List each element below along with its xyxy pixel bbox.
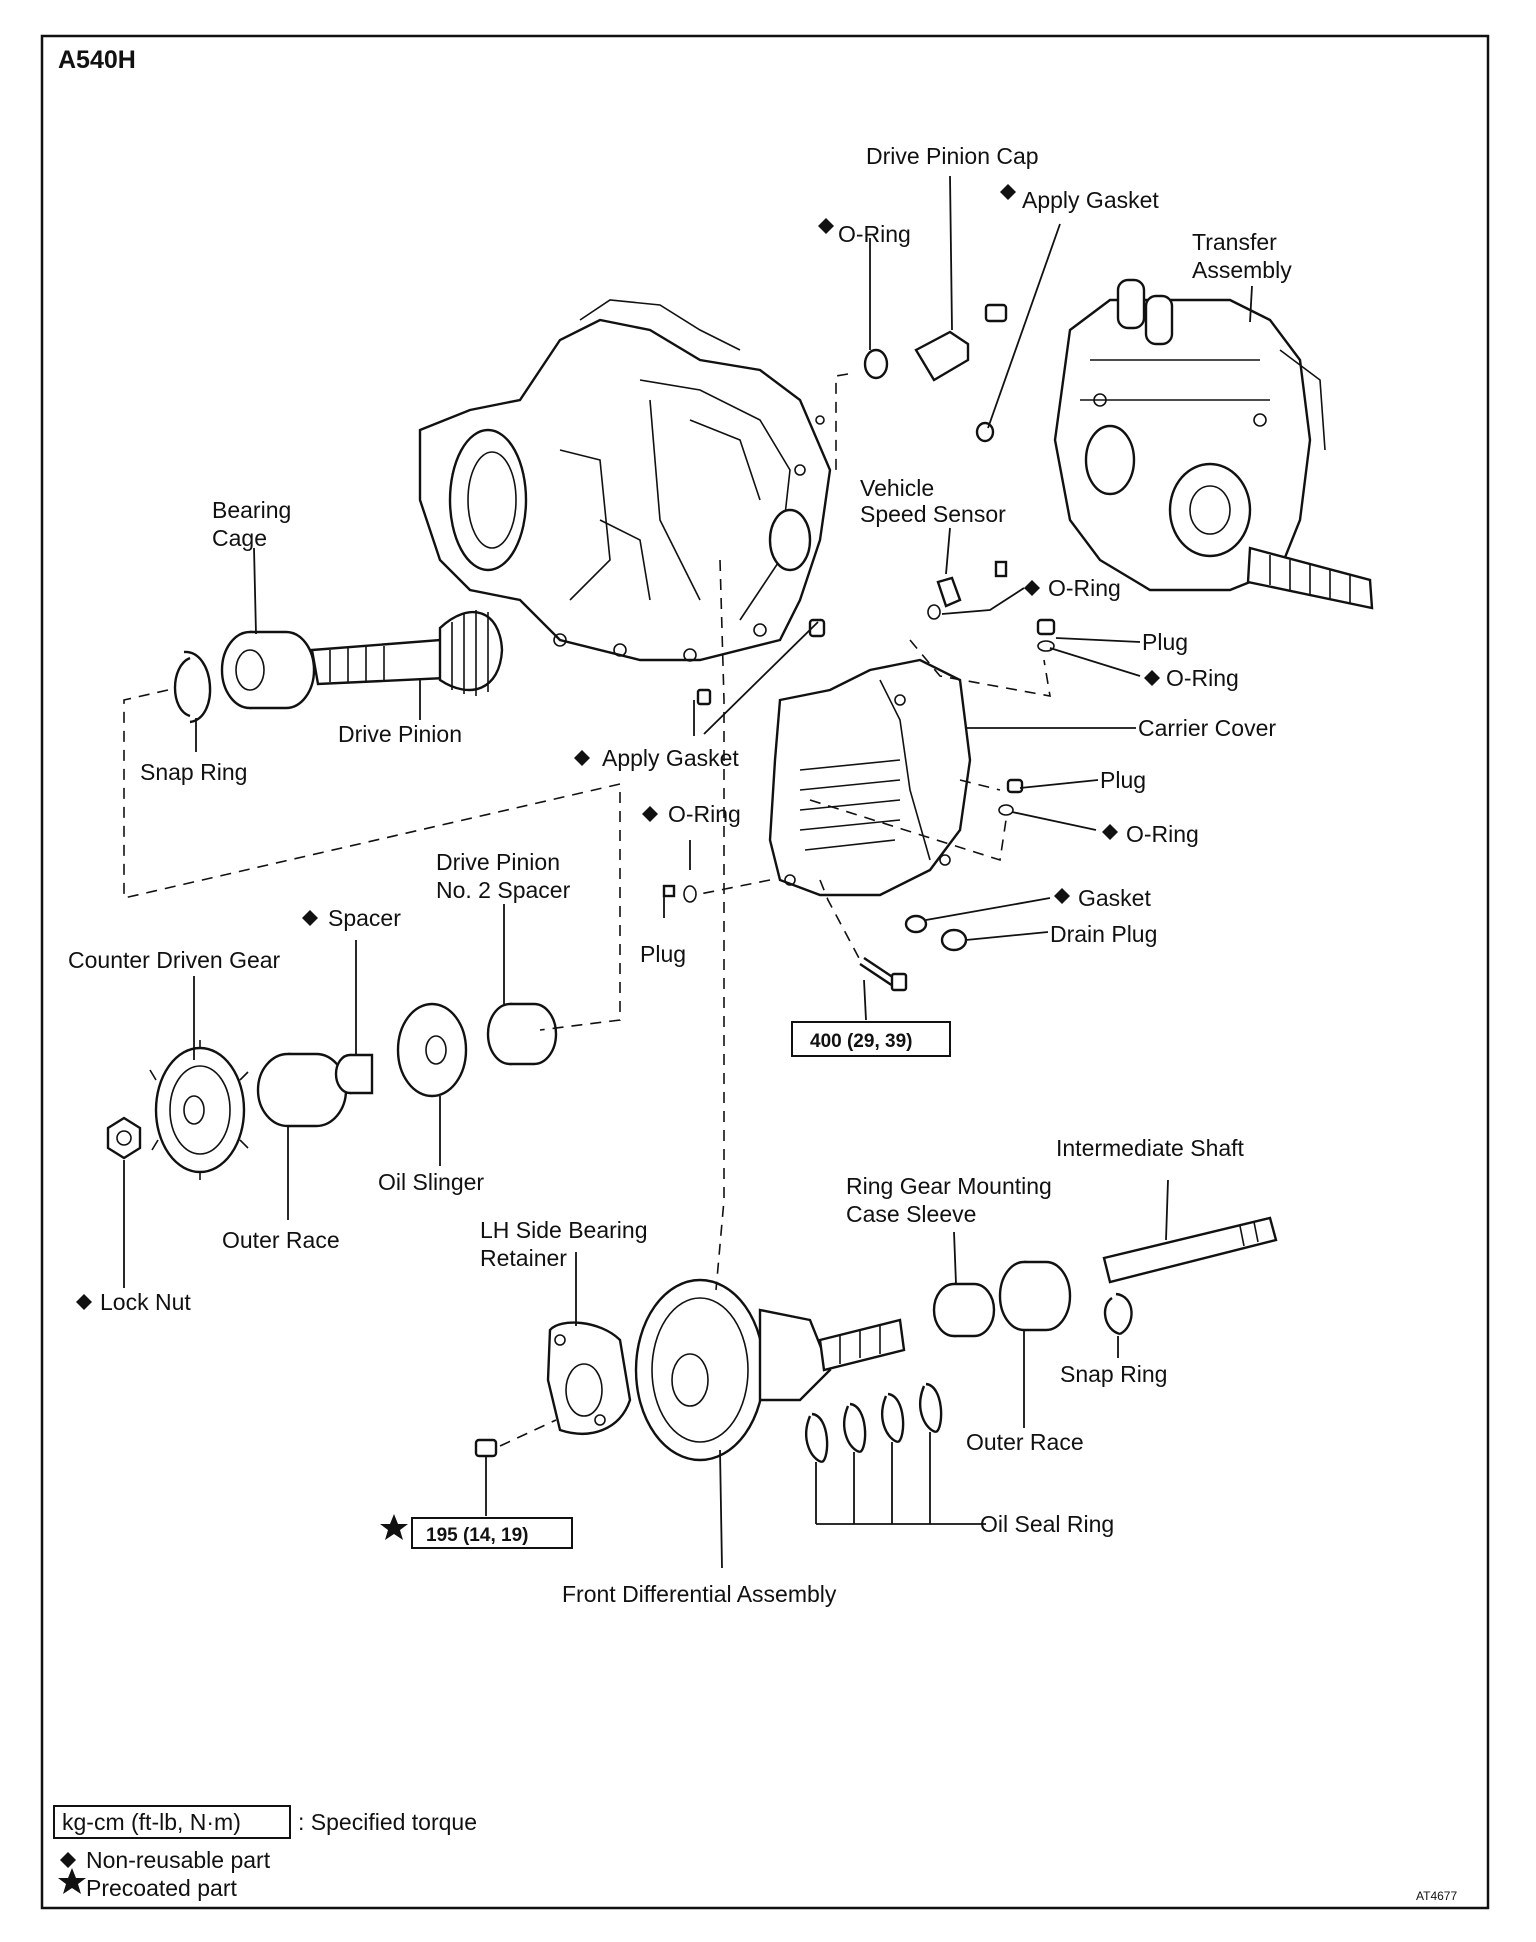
label-drive-pinion-spacer-1: Drive Pinion: [436, 849, 560, 875]
non-reusable-mark-icon: [1024, 580, 1040, 596]
label-drive-pinion: Drive Pinion: [338, 721, 462, 747]
non-reusable-mark-icon: [1054, 888, 1070, 904]
lh-bearing-retainer-part: [546, 1321, 632, 1435]
oil-slinger-part: [396, 1002, 468, 1098]
label-lh-bearing-retainer-2: Retainer: [480, 1245, 567, 1271]
leader-lines: [123, 175, 1253, 1569]
label-bearing-cage-2: Cage: [212, 525, 267, 551]
diagram-frame: [40, 34, 1490, 1910]
non-reusable-mark-icon: [302, 910, 318, 926]
label-front-differential: Front Differential Assembly: [562, 1581, 837, 1607]
drive-pinion-shaft-part: [310, 638, 448, 686]
carrier-cover-drawing: [768, 658, 972, 897]
label-oil-seal-ring: Oil Seal Ring: [980, 1511, 1114, 1537]
lock-nut-part: [106, 1116, 142, 1160]
label-vehicle-speed-sensor-1: Vehicle: [860, 475, 934, 501]
non-reusable-legend-icon: [60, 1852, 76, 1868]
drive-pinion-gear-part: [438, 610, 504, 692]
precoated-legend-icon: [58, 1868, 86, 1894]
label-apply-gasket-top: Apply Gasket: [1022, 187, 1159, 213]
snap-ring-right-part: [1103, 1292, 1133, 1336]
legend-torque-box: [53, 1805, 291, 1839]
label-lock-nut: Lock Nut: [100, 1289, 191, 1315]
label-o-ring-plug-upper: O-Ring: [1166, 665, 1239, 691]
plug-upper-part: [1036, 618, 1056, 636]
legend: kg-cm (ft-lb, N·m) : Specified torque No…: [53, 1805, 477, 1901]
label-outer-race-right: Outer Race: [966, 1429, 1084, 1455]
legend-non-reusable: Non-reusable part: [86, 1847, 271, 1873]
label-apply-gasket-mid: Apply Gasket: [602, 745, 739, 771]
label-lh-bearing-retainer-1: LH Side Bearing: [480, 1217, 648, 1243]
label-plug-mid: Plug: [1100, 767, 1146, 793]
drain-plug-part: [940, 928, 968, 952]
front-differential-part: [634, 1278, 766, 1462]
label-intermediate-shaft: Intermediate Shaft: [1056, 1135, 1245, 1161]
assembly-dashed-lines: [123, 373, 1051, 1447]
differential-group: [474, 1216, 1278, 1464]
label-plug-left: Plug: [640, 941, 686, 967]
non-reusable-mark-icon: [818, 218, 834, 234]
non-reusable-mark-icon: [76, 1294, 92, 1310]
label-ring-gear-sleeve-1: Ring Gear Mounting: [846, 1173, 1052, 1199]
label-outer-race-left: Outer Race: [222, 1227, 340, 1253]
non-reusable-mark-icon: [1102, 824, 1118, 840]
part-labels: Drive Pinion Cap Apply Gasket O-Ring Tra…: [68, 143, 1292, 1607]
label-bearing-cage-1: Bearing: [212, 497, 291, 523]
drive-pinion-cap-part: [914, 330, 970, 382]
label-ring-gear-sleeve-2: Case Sleeve: [846, 1201, 976, 1227]
torque-box-retainer: [411, 1517, 573, 1549]
non-reusable-mark-icon: [1000, 184, 1016, 200]
torque-retainer-bolt: 195 (14, 19): [426, 1525, 528, 1546]
o-ring-top-part: [863, 348, 889, 380]
label-o-ring-top: O-Ring: [838, 221, 911, 247]
diagram-title: A540H: [58, 46, 136, 74]
non-reusable-mark-icon: [1144, 670, 1160, 686]
label-counter-driven-gear: Counter Driven Gear: [68, 947, 281, 973]
label-transfer-assembly-2: Assembly: [1192, 257, 1292, 283]
speed-sensor-part: [936, 576, 962, 608]
plug-mid-part: [1006, 778, 1024, 794]
torque-box-carrier: [791, 1021, 951, 1057]
snap-ring-left-part: [173, 650, 212, 724]
legend-torque-desc: : Specified torque: [298, 1809, 477, 1835]
small-parts-top: [662, 303, 1056, 992]
label-vehicle-speed-sensor-2: Speed Sensor: [860, 501, 1006, 527]
precoated-mark-icon: [380, 1514, 408, 1540]
label-drain-plug: Drain Plug: [1050, 921, 1157, 947]
label-carrier-cover: Carrier Cover: [1138, 715, 1276, 741]
label-spacer: Spacer: [328, 905, 401, 931]
drive-pinion-group: [173, 610, 504, 724]
legend-torque-unit: kg-cm (ft-lb, N·m): [62, 1809, 241, 1835]
transaxle-case-drawing: [418, 299, 832, 662]
label-drive-pinion-spacer-2: No. 2 Spacer: [436, 877, 571, 903]
label-drive-pinion-cap: Drive Pinion Cap: [866, 143, 1039, 169]
label-gasket: Gasket: [1078, 885, 1151, 911]
label-oil-slinger: Oil Slinger: [378, 1169, 484, 1195]
non-reusable-mark-icon: [574, 750, 590, 766]
figure-code: AT4677: [1416, 1889, 1457, 1903]
label-snap-ring-right: Snap Ring: [1060, 1361, 1167, 1387]
label-o-ring-left: O-Ring: [668, 801, 741, 827]
legend-precoated: Precoated part: [86, 1875, 237, 1901]
counter-gear-group: [106, 1002, 558, 1180]
label-o-ring-plug-mid: O-Ring: [1126, 821, 1199, 847]
non-reusable-mark-icon: [642, 806, 658, 822]
torque-carrier-bolt: 400 (29, 39): [810, 1031, 912, 1052]
label-transfer-assembly-1: Transfer: [1192, 229, 1277, 255]
label-snap-ring-left: Snap Ring: [140, 759, 247, 785]
label-o-ring-sensor: O-Ring: [1048, 575, 1121, 601]
intermediate-shaft-part: [1102, 1216, 1278, 1284]
transfer-assembly-drawing: [1053, 278, 1374, 610]
gasket-part: [904, 914, 928, 934]
label-plug-upper: Plug: [1142, 629, 1188, 655]
